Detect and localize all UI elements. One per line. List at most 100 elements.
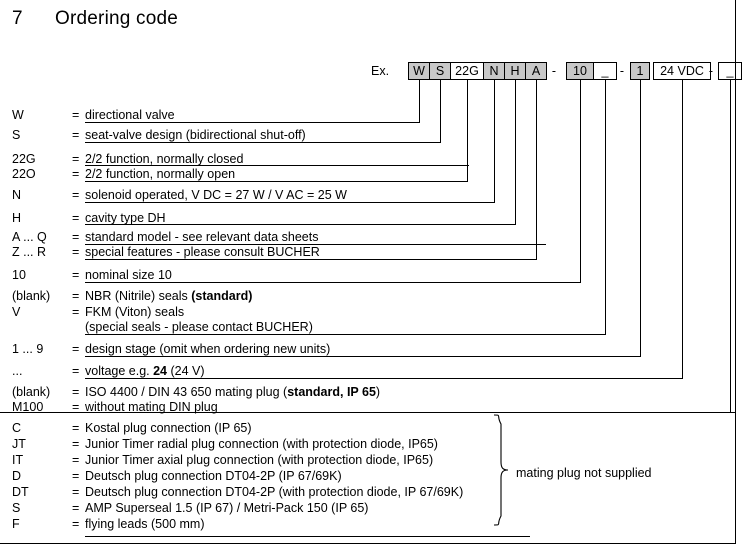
connector-vline-1 xyxy=(440,80,441,142)
legend-value-3: 2/2 function, normally open xyxy=(85,167,236,181)
legend-value-14: ISO 4400 / DIN 43 650 mating plug (stand… xyxy=(85,385,381,399)
page-title: Ordering code xyxy=(55,8,179,29)
legend-key-19: D xyxy=(12,469,22,483)
code-box-0: W xyxy=(408,62,430,80)
legend-equals-18: = xyxy=(72,453,80,467)
legend-key-5: H xyxy=(12,211,22,225)
legend-value-22: flying leads (500 mm) xyxy=(85,517,205,531)
connector-vline-6 xyxy=(580,80,581,282)
legend-value-9: NBR (Nitrile) seals (standard) xyxy=(85,289,253,303)
legend-key-16: C xyxy=(12,421,22,435)
legend-value-21: AMP Superseal 1.5 (IP 67) / Metri-Pack 1… xyxy=(85,501,369,515)
legend-value-6: standard model - see relevant data sheet… xyxy=(85,230,319,244)
legend-underline-0 xyxy=(85,165,469,166)
connector-hline-0 xyxy=(85,122,420,123)
connector-vline-8 xyxy=(640,80,641,356)
connector-vline-10 xyxy=(730,80,731,412)
legend-key-3: 22O xyxy=(12,167,36,181)
legend-equals-4: = xyxy=(72,188,80,202)
connector-hline-2 xyxy=(85,181,468,182)
legend-key-7: Z ... R xyxy=(12,245,47,259)
legend-equals-12: = xyxy=(72,342,80,356)
legend-equals-21: = xyxy=(72,501,80,515)
legend-value-19: Deutsch plug connection DT04-2P (IP 67/6… xyxy=(85,469,342,483)
code-box-5: A xyxy=(525,62,547,80)
code-box-2: 22G xyxy=(450,62,484,80)
code-box-1: S xyxy=(429,62,451,80)
connector-vline-9 xyxy=(682,80,683,378)
legend-key-18: IT xyxy=(12,453,24,467)
frame-right-border xyxy=(735,0,736,544)
legend-equals-15: = xyxy=(72,400,80,414)
legend-value-20: Deutsch plug connection DT04-2P (with pr… xyxy=(85,485,464,499)
legend-value-7: special features - please consult BUCHER xyxy=(85,245,320,259)
legend-key-21: S xyxy=(12,501,21,515)
connector-hline-3 xyxy=(85,202,495,203)
legend-value-1: seat-valve design (bidirectional shut-of… xyxy=(85,128,306,142)
legend-value-12: design stage (omit when ordering new uni… xyxy=(85,342,331,356)
code-separator-1: - xyxy=(619,64,625,78)
legend-value-10: FKM (Viton) seals xyxy=(85,305,185,319)
legend-value-16: Kostal plug connection (IP 65) xyxy=(85,421,252,435)
legend-equals-10: = xyxy=(72,305,80,319)
legend-key-2: 22G xyxy=(12,152,36,166)
legend-equals-16: = xyxy=(72,421,80,435)
legend-key-0: W xyxy=(12,108,24,122)
example-label: Ex. xyxy=(371,64,390,78)
code-box-8: 1 xyxy=(630,62,650,80)
legend-value-5: cavity type DH xyxy=(85,211,166,225)
connector-hline-1 xyxy=(85,142,441,143)
legend-value-8: nominal size 10 xyxy=(85,268,172,282)
legend-key-6: A ... Q xyxy=(12,230,47,244)
legend-value-0: directional valve xyxy=(85,108,175,122)
connector-hline-7 xyxy=(85,334,606,335)
legend-value-2: 2/2 function, normally closed xyxy=(85,152,244,166)
connector-vline-0 xyxy=(419,80,420,122)
legend-key-22: F xyxy=(12,517,20,531)
legend-equals-20: = xyxy=(72,485,80,499)
legend-equals-1: = xyxy=(72,128,80,142)
connector-hline-5 xyxy=(85,259,537,260)
legend-key-13: ... xyxy=(12,364,23,378)
legend-equals-19: = xyxy=(72,469,80,483)
brace-bracket xyxy=(493,414,509,526)
legend-key-1: S xyxy=(12,128,21,142)
legend-equals-13: = xyxy=(72,364,80,378)
legend-key-14: (blank) xyxy=(12,385,51,399)
legend-value-13: voltage e.g. 24 (24 V) xyxy=(85,364,205,378)
code-box-4: H xyxy=(504,62,526,80)
legend-equals-9: = xyxy=(72,289,80,303)
legend-equals-14: = xyxy=(72,385,80,399)
connector-hline-9 xyxy=(85,378,683,379)
legend-underline-2 xyxy=(85,536,530,537)
legend-equals-2: = xyxy=(72,152,80,166)
frame-mid-border xyxy=(0,412,736,413)
code-box-9: 24 VDC xyxy=(653,62,711,80)
legend-key-9: (blank) xyxy=(12,289,51,303)
legend-key-15: M100 xyxy=(12,400,44,414)
legend-key-17: JT xyxy=(12,437,26,451)
code-box-6: 10 xyxy=(566,62,594,80)
legend-underline-1 xyxy=(85,244,546,245)
legend-key-4: N xyxy=(12,188,22,202)
connector-vline-3 xyxy=(494,80,495,202)
connector-hline-8 xyxy=(85,356,641,357)
code-box-3: N xyxy=(483,62,505,80)
legend-equals-6: = xyxy=(72,230,80,244)
legend-value-11: (special seals - please contact BUCHER) xyxy=(85,320,313,334)
legend-equals-5: = xyxy=(72,211,80,225)
legend-key-20: DT xyxy=(12,485,29,499)
legend-equals-7: = xyxy=(72,245,80,259)
code-box-7: _ xyxy=(593,62,617,80)
legend-equals-22: = xyxy=(72,517,80,531)
legend-key-12: 1 ... 9 xyxy=(12,342,44,356)
legend-equals-8: = xyxy=(72,268,80,282)
legend-value-15: without mating DIN plug xyxy=(85,400,218,414)
legend-equals-0: = xyxy=(72,108,80,122)
code-separator-2: - xyxy=(708,64,714,78)
legend-value-4: solenoid operated, V DC = 27 W / V AC = … xyxy=(85,188,347,202)
legend-key-10: V xyxy=(12,305,21,319)
legend-equals-17: = xyxy=(72,437,80,451)
connector-vline-2 xyxy=(467,80,468,181)
